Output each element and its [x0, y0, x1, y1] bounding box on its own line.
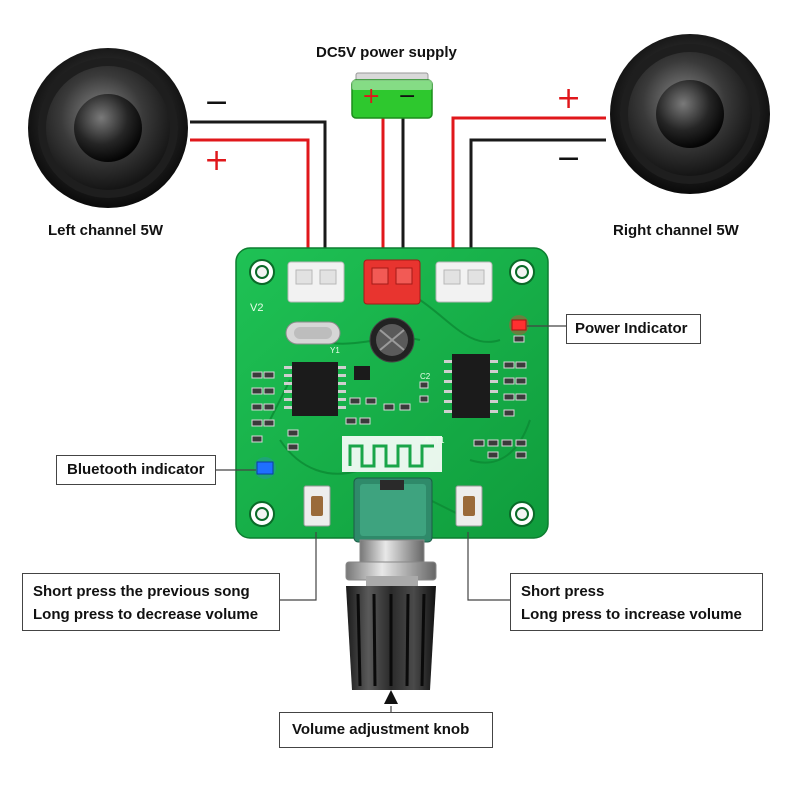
bluetooth-led [254, 457, 276, 479]
volume-knob [345, 539, 437, 704]
right-speaker-label: Right channel 5W [613, 222, 739, 239]
capacitor-label: C2 [420, 372, 431, 381]
ic-chip-left [284, 362, 346, 416]
volume-knob-callout: Volume adjustment knob [279, 712, 493, 748]
right-plus-sign: + [556, 81, 582, 116]
button-previous [303, 485, 331, 527]
volume-knob-text: Volume adjustment knob [292, 721, 470, 738]
previous-song-callout: Short press the previous song Long press… [22, 573, 280, 631]
right-speaker-connector [435, 261, 493, 303]
left-plus-sign: + [204, 143, 230, 178]
transistor [354, 366, 370, 380]
battery-minus-sign: − [398, 84, 417, 109]
left-minus-sign: − [204, 85, 230, 120]
board-version: V2 [250, 302, 264, 314]
power-supply-battery [351, 72, 433, 119]
right-minus-sign: − [556, 141, 582, 176]
power-connector [363, 259, 421, 305]
previous-line-2: Long press to decrease volume [33, 606, 259, 623]
power-led [509, 315, 529, 335]
crystal-label: Y1 [330, 346, 340, 355]
power-indicator-callout: Power Indicator [566, 314, 701, 344]
next-song-callout: Short press Long press to increase volum… [510, 573, 763, 631]
antenna-label: ANT1 [424, 436, 445, 445]
crystal-oscillator [285, 321, 341, 345]
pcb-board [235, 247, 549, 543]
electrolytic-capacitor [369, 317, 415, 363]
left-speaker-label: Left channel 5W [48, 222, 164, 239]
right-speaker [610, 34, 770, 194]
previous-line-1: Short press the previous song [33, 583, 250, 600]
callout-leaders [214, 325, 566, 712]
power-supply-label: DC5V power supply [316, 44, 457, 61]
left-speaker-connector [287, 261, 345, 303]
bluetooth-indicator-callout: Bluetooth indicator [56, 455, 216, 485]
next-line-1: Short press [521, 583, 605, 600]
bluetooth-indicator-text: Bluetooth indicator [67, 461, 205, 478]
left-speaker-wires [190, 120, 327, 265]
smd-components [251, 335, 527, 459]
left-speaker [28, 48, 188, 208]
battery-plus-sign: + [362, 84, 381, 109]
ic-chip-right [444, 354, 498, 418]
power-indicator-text: Power Indicator [575, 320, 688, 337]
right-speaker-wires [451, 116, 606, 265]
potentiometer [353, 477, 433, 543]
next-line-2: Long press to increase volume [521, 606, 742, 623]
mounting-holes [249, 259, 535, 527]
power-supply-wires [381, 118, 405, 262]
button-next [455, 485, 483, 527]
antenna-trace [342, 436, 442, 472]
